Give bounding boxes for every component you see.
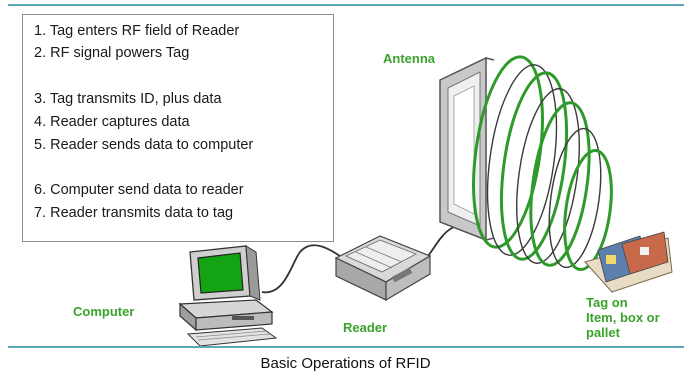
computer-reader-cable [261, 244, 349, 293]
tag-label-line-2: Item, box or [586, 310, 660, 325]
top-rule [8, 4, 684, 6]
tag-label-line-1: Tag on [586, 295, 628, 310]
rf-field-rings [472, 55, 613, 271]
step-5: 5. Reader sends data to computer [34, 137, 254, 153]
step-2: 2. RF signal powers Tag [34, 45, 190, 61]
reader-label: Reader [343, 320, 388, 335]
step-4: 4. Reader captures data [34, 114, 190, 130]
tag-label-line-3: pallet [586, 325, 620, 340]
steps-list: 1. Tag enters RF field of Reader 2. RF s… [22, 14, 334, 242]
computer-illustration [178, 245, 278, 347]
tag-label: Tag on Item, box or pallet [586, 295, 660, 340]
antenna-label: Antenna [383, 51, 435, 66]
step-1: 1. Tag enters RF field of Reader [34, 23, 240, 39]
figure-caption: Basic Operations of RFID [260, 355, 431, 372]
reader-device [334, 235, 432, 302]
computer-label: Computer [73, 304, 135, 319]
tagged-items-image [584, 231, 673, 293]
step-6: 6. Computer send data to reader [34, 182, 244, 198]
monitor-screen [197, 252, 244, 294]
step-3: 3. Tag transmits ID, plus data [34, 91, 222, 107]
step-7: 7. Reader transmits data to tag [34, 205, 234, 221]
bottom-rule [8, 346, 684, 348]
antenna-panel [439, 56, 495, 242]
